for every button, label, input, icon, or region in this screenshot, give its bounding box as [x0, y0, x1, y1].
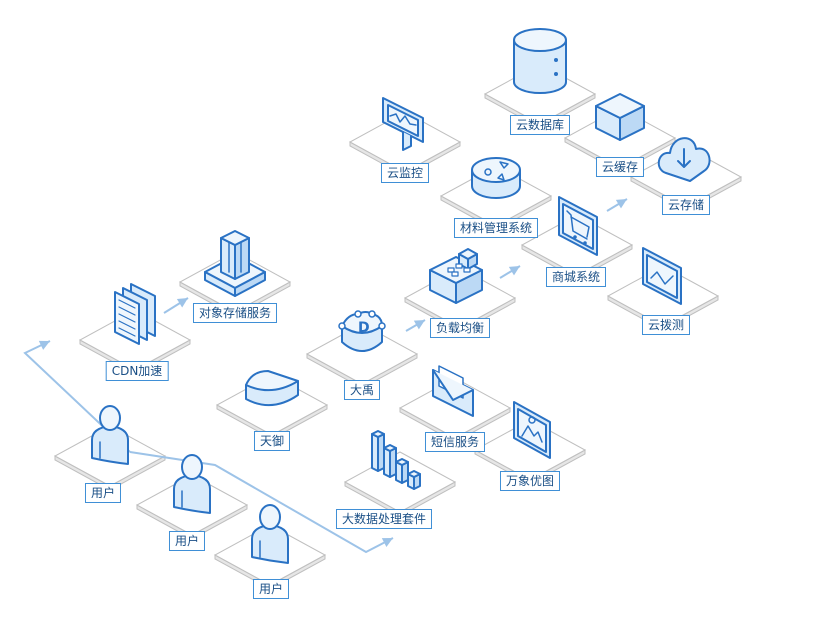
database-icon — [513, 28, 567, 94]
node-label-fuzai-junheng: 负载均衡 — [429, 318, 491, 338]
arrow-head-icon — [413, 320, 425, 330]
icons-layer: D — [91, 28, 711, 564]
user-icon — [91, 405, 129, 465]
shopping-cart-icon — [558, 196, 598, 256]
cache-box-icon — [595, 93, 645, 141]
node-label-user-1: 用户 — [84, 483, 122, 503]
node-label-shangcheng: 商城系统 — [545, 267, 607, 287]
node-label-tianyu: 天御 — [253, 431, 291, 451]
bar-chart-3d-icon — [371, 430, 421, 490]
node-label-duixiang-cunchu: 对象存储服务 — [192, 303, 278, 323]
arrow-head-icon — [176, 298, 188, 308]
node-label-yun-cunchu: 云存储 — [661, 195, 711, 215]
node-label-cailiao-guanli: 材料管理系统 — [453, 218, 539, 238]
image-frame-icon — [513, 401, 551, 459]
flow-arrow-line — [129, 451, 394, 554]
cloud-download-icon — [657, 137, 711, 182]
arrow-head-icon — [38, 340, 50, 350]
shield-icon — [245, 370, 299, 406]
shield-d-icon: D — [338, 310, 386, 352]
arrow-head-icon — [615, 199, 627, 209]
node-label-dayu: 大禹 — [343, 380, 381, 400]
node-label-yun-boce: 云拨测 — [641, 315, 691, 335]
node-label-user-3: 用户 — [252, 579, 290, 599]
node-label-yun-jiankong: 云监控 — [380, 163, 430, 183]
node-label-dashuju: 大数据处理套件 — [335, 509, 433, 529]
line-chart-screen-icon — [642, 247, 682, 305]
server-tower-icon — [204, 230, 266, 297]
user-icon — [251, 504, 289, 564]
arrow-head-icon — [381, 538, 393, 548]
arrow-head-icon — [508, 266, 520, 276]
document-stack-icon — [114, 283, 156, 345]
user-icon — [173, 454, 211, 514]
node-label-wanxiang-youtu: 万象优图 — [499, 471, 561, 491]
disk-puck-icon — [471, 157, 521, 199]
node-label-cdn-jiasu: CDN加速 — [105, 361, 169, 381]
monitor-chart-icon — [382, 97, 424, 151]
envelope-icon — [432, 365, 474, 417]
node-label-duanxin: 短信服务 — [424, 432, 486, 452]
network-router-icon — [429, 248, 483, 304]
node-label-user-2: 用户 — [168, 531, 206, 551]
node-label-yun-shujuku: 云数据库 — [509, 115, 571, 135]
node-label-yun-huancun: 云缓存 — [595, 157, 645, 177]
svg-text:D: D — [358, 320, 370, 336]
arrows-layer — [23, 198, 628, 554]
